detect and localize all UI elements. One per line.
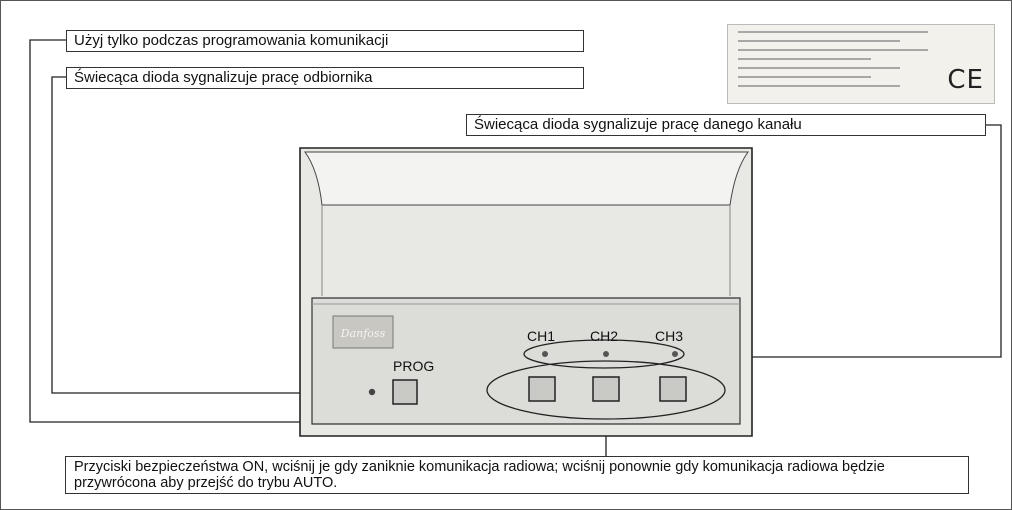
prog-button: [392, 379, 418, 405]
receiver-device: Danfoss: [299, 147, 753, 437]
callout-program-communication: Użyj tylko podczas programowania komunik…: [66, 30, 584, 52]
ch1-button: [528, 376, 556, 402]
ch2-label: CH2: [590, 328, 619, 344]
leader-receiver-led: [51, 76, 368, 394]
danfoss-logo: [332, 315, 394, 349]
prog-label: PROG: [393, 358, 435, 374]
ch3-label: CH3: [655, 328, 684, 344]
callout-safety-buttons: Przyciski bezpieczeństwa ON, wciśnij je …: [65, 456, 969, 494]
channel-led-highlight: [523, 339, 685, 369]
ch3-led: [672, 351, 678, 357]
callout-receiver-led: Świecąca dioda sygnalizuje pracę odbiorn…: [66, 67, 584, 89]
certificate-label: CE: [727, 24, 995, 104]
leader-channel-led: [685, 124, 1002, 358]
receiver-led: [368, 388, 376, 396]
callout-channel-led: Świecąca dioda sygnalizuje pracę danego …: [466, 114, 986, 136]
ch3-button: [659, 376, 687, 402]
certificate-fine-print: [738, 31, 928, 94]
safety-buttons-highlight: [486, 360, 726, 420]
ce-mark: CE: [947, 65, 984, 95]
danfoss-logo-text: Danfoss: [340, 327, 386, 340]
ch1-led: [542, 351, 548, 357]
ch2-button: [592, 376, 620, 402]
ch1-label: CH1: [527, 328, 556, 344]
ch2-led: [603, 351, 609, 357]
